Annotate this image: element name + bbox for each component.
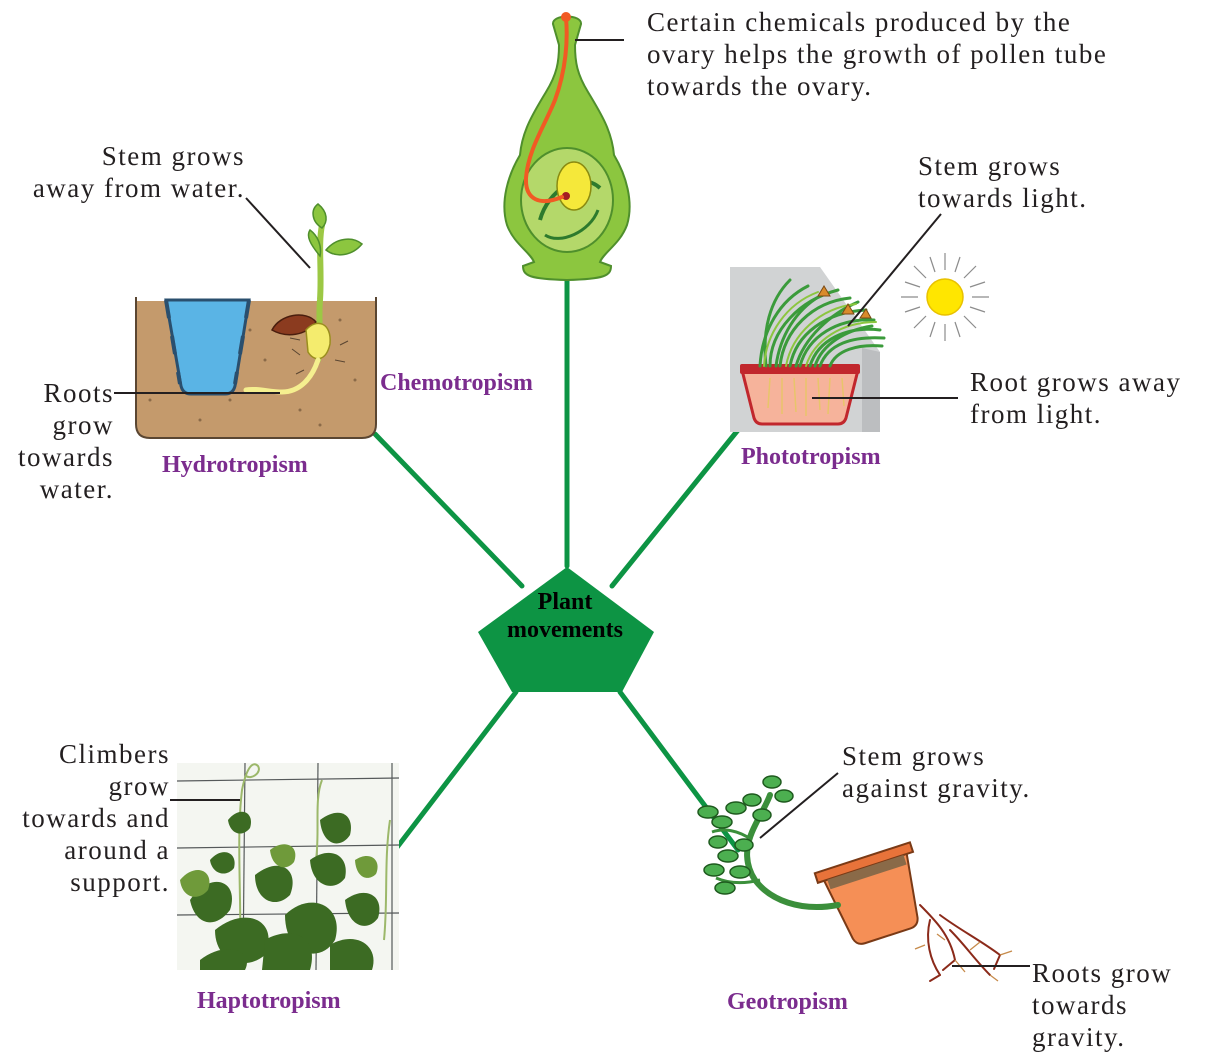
sun-icon xyxy=(901,253,989,341)
phototropism-illustration xyxy=(730,253,989,432)
note-photo-stem-line-2: towards light. xyxy=(918,182,1088,214)
pointer-photo-stem xyxy=(848,214,941,326)
note-photo-root: Root grows away from light. xyxy=(970,366,1181,430)
note-hapto-line-4: around a xyxy=(22,834,170,866)
ovary-illustration xyxy=(504,12,629,280)
note-photo-root-line-1: Root grows away xyxy=(970,366,1181,398)
title-chemotropism: Chemotropism xyxy=(380,369,533,397)
note-photo-stem: Stem grows towards light. xyxy=(918,150,1088,214)
note-geo-roots: Roots grow towards gravity. xyxy=(1032,957,1172,1053)
note-chemotropism-line-3: towards the ovary. xyxy=(647,70,1107,102)
note-hapto-line-1: Climbers xyxy=(22,738,170,770)
note-hapto-line-3: towards and xyxy=(22,802,170,834)
note-hydro-roots-line-2: grow xyxy=(18,409,114,441)
geotropism-illustration xyxy=(698,776,1012,981)
haptotropism-illustration xyxy=(177,763,399,970)
note-photo-root-line-2: from light. xyxy=(970,398,1181,430)
note-chemotropism: Certain chemicals produced by the ovary … xyxy=(647,6,1107,102)
title-haptotropism: Haptotropism xyxy=(197,987,341,1015)
title-hydrotropism: Hydrotropism xyxy=(162,451,308,479)
note-hydro-stem-line-1: Stem grows xyxy=(33,140,245,172)
note-hydro-roots-line-3: towards xyxy=(18,441,114,473)
title-geotropism: Geotropism xyxy=(727,988,848,1016)
note-geo-stem: Stem grows against gravity. xyxy=(842,740,1031,804)
note-hydro-stem: Stem grows away from water. xyxy=(33,140,245,204)
note-chemotropism-line-2: ovary helps the growth of pollen tube xyxy=(647,38,1107,70)
branch-lines xyxy=(375,280,738,850)
title-phototropism: Phototropism xyxy=(741,443,881,471)
note-hydro-roots-line-1: Roots xyxy=(18,377,114,409)
note-chemotropism-line-1: Certain chemicals produced by the xyxy=(647,6,1107,38)
note-geo-roots-line-1: Roots grow xyxy=(1032,957,1172,989)
pointer-hydro-stem xyxy=(246,198,310,268)
note-hydro-roots: Roots grow towards water. xyxy=(18,377,114,505)
note-geo-stem-line-2: against gravity. xyxy=(842,772,1031,804)
note-hydro-stem-line-2: away from water. xyxy=(33,172,245,204)
note-geo-roots-line-3: gravity. xyxy=(1032,1021,1172,1053)
center-label-line-1: Plant xyxy=(480,588,650,616)
center-label-line-2: movements xyxy=(480,616,650,644)
center-label: Plant movements xyxy=(480,588,650,644)
note-hydro-roots-line-4: water. xyxy=(18,473,114,505)
branch-line-hydrotropism xyxy=(375,434,522,586)
note-haptotropism: Climbers grow towards and around a suppo… xyxy=(22,738,170,898)
note-geo-stem-line-1: Stem grows xyxy=(842,740,1031,772)
note-photo-stem-line-1: Stem grows xyxy=(918,150,1088,182)
note-hapto-line-2: grow xyxy=(22,770,170,802)
hydrotropism-illustration xyxy=(136,204,376,438)
branch-line-phototropism xyxy=(612,430,738,586)
note-hapto-line-5: support. xyxy=(22,866,170,898)
branch-line-haptotropism xyxy=(395,692,516,850)
note-geo-roots-line-2: towards xyxy=(1032,989,1172,1021)
